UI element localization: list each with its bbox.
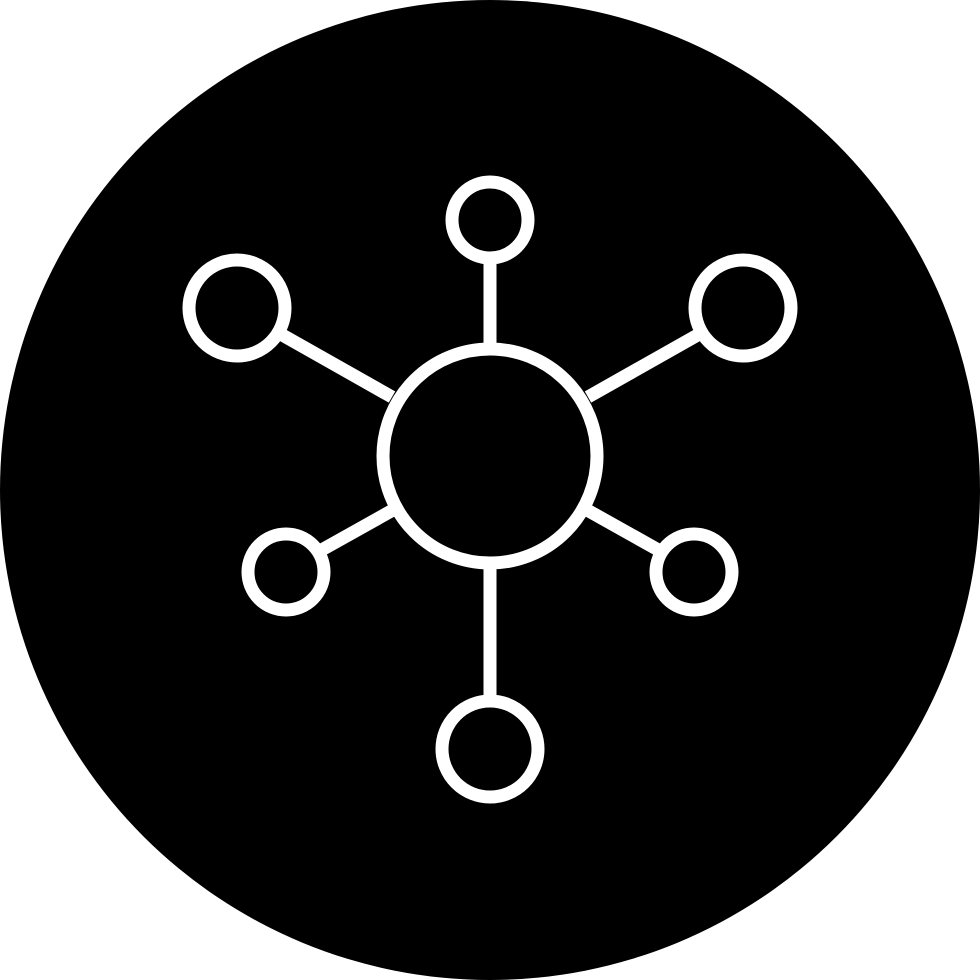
satellite-node-lower-right xyxy=(649,527,739,617)
spoke-upper-left xyxy=(273,326,396,403)
satellite-node-lower-left xyxy=(241,527,331,617)
hub-node xyxy=(376,342,604,570)
spoke-upper-right xyxy=(584,326,707,403)
satellite-node-upper-right xyxy=(688,253,798,363)
satellite-node-upper-left xyxy=(182,253,292,363)
satellite-node-top xyxy=(445,175,535,265)
satellite-node-bottom xyxy=(435,694,545,804)
spoke-lower-right xyxy=(583,504,666,558)
spoke-lower-left xyxy=(314,504,397,558)
